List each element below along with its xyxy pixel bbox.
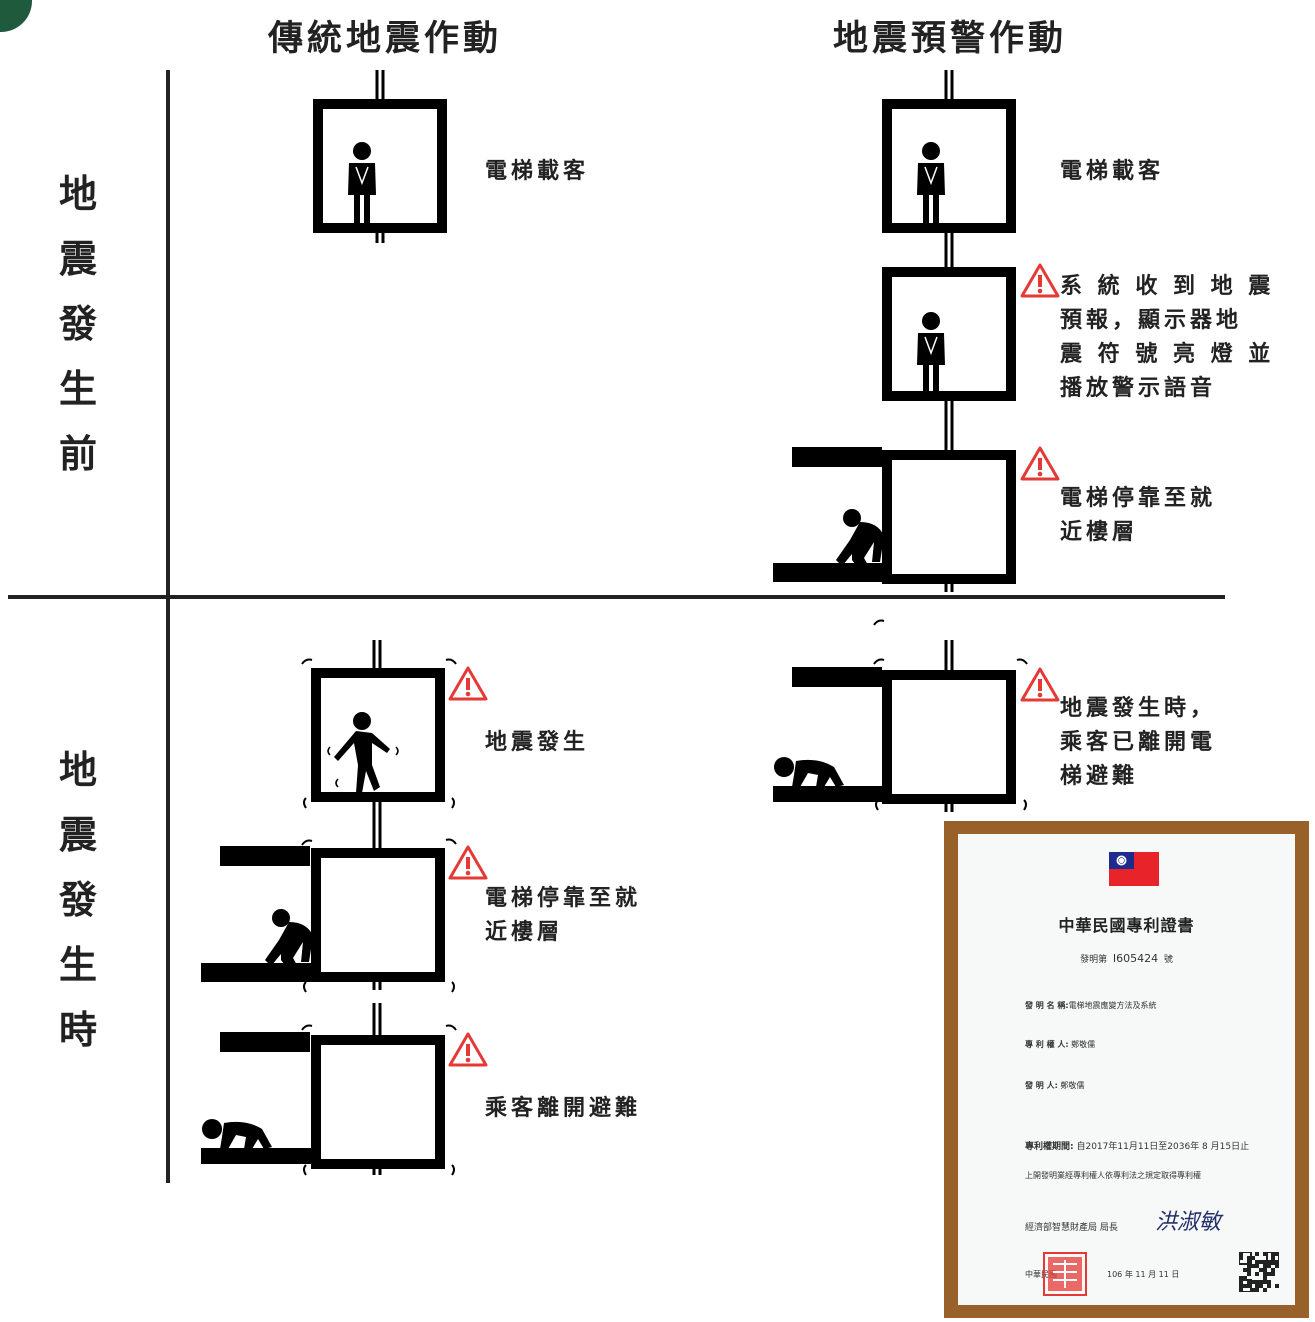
warning-triangle-icon bbox=[448, 1032, 488, 1067]
warning-triangle-icon bbox=[1020, 667, 1060, 702]
crawling-person-icon bbox=[202, 1119, 272, 1149]
certificate-invention-name: 發 明 名 稱:電梯地震應變方法及系統 bbox=[1025, 1001, 1157, 1010]
row-heading-before: 地震發生前 bbox=[58, 172, 97, 476]
certificate-number: 發明第 I605424 號 bbox=[1080, 952, 1173, 965]
certificate-title: 中華民國專利證書 bbox=[1058, 916, 1195, 935]
elevator-car bbox=[313, 99, 447, 233]
label-warn-before-3: 電梯停靠至就近樓層 bbox=[1060, 486, 1217, 545]
crawling-person-icon bbox=[774, 757, 844, 787]
qr-code-icon bbox=[1239, 1252, 1279, 1292]
label-trad-during-2: 電梯停靠至就近樓層 bbox=[485, 886, 642, 945]
warning-triangle-icon bbox=[1020, 263, 1060, 298]
elevator-car bbox=[882, 99, 1016, 233]
warning-triangle-icon bbox=[1020, 446, 1060, 481]
column-heading-early-warning: 地震預警作動 bbox=[832, 19, 1067, 59]
certificate-authority: 經濟部智慧財產局 局長 bbox=[1025, 1223, 1118, 1233]
certificate-signature: 洪淑敏 bbox=[1155, 1210, 1222, 1235]
label-trad-before: 電梯載客 bbox=[485, 159, 590, 184]
certificate-statement: 上開發明業經專利權人依專利法之規定取得專利權 bbox=[1025, 1171, 1201, 1180]
elevator-car bbox=[882, 267, 1016, 401]
label-trad-during-3: 乘客離開避難 bbox=[485, 1096, 642, 1121]
row-heading-during: 地震發生時 bbox=[58, 748, 97, 1052]
certificate-patentee: 專 利 權 人: 鄭敬儒 bbox=[1025, 1040, 1096, 1049]
standing-person-icon bbox=[347, 141, 377, 224]
taiwan-flag-icon bbox=[1109, 852, 1159, 886]
label-warn-during: 地震發生時，乘客已離開電梯避難 bbox=[1060, 696, 1217, 789]
label-warn-before-2: 系 統 收 到 地 震預報，顯示器地 震 符 號 亮 燈 並播放警示語音 bbox=[1060, 274, 1275, 401]
elevator-car bbox=[882, 670, 1016, 804]
column-heading-traditional: 傳統地震作動 bbox=[267, 19, 502, 59]
warning-triangle-icon bbox=[448, 666, 488, 701]
certificate-paper: 中華民國專利證書 發明第 I605424 號 發 明 名 稱:電梯地震應變方法及… bbox=[958, 834, 1295, 1305]
certificate-inventor: 發 明 人: 鄭敬儒 bbox=[1025, 1081, 1085, 1090]
standing-person-icon bbox=[916, 141, 946, 224]
elevator-car bbox=[311, 668, 445, 802]
label-warn-before-1: 電梯載客 bbox=[1060, 159, 1165, 184]
standing-person-icon bbox=[916, 311, 946, 394]
vibration-mark-icon bbox=[301, 619, 1028, 1176]
certificate-term: 專利權期間: 自2017年11月11日至2036年 8 月15日止 bbox=[1025, 1142, 1250, 1152]
warning-triangle-icon bbox=[448, 845, 488, 880]
elevator-car bbox=[311, 1035, 445, 1169]
elevator-car bbox=[882, 450, 1016, 584]
patent-certificate: 中華民國專利證書 發明第 I605424 號 發 明 名 稱:電梯地震應變方法及… bbox=[944, 821, 1309, 1318]
elevator-car bbox=[311, 848, 445, 982]
label-trad-during-1: 地震發生 bbox=[485, 730, 590, 755]
official-seal-icon bbox=[1043, 1252, 1087, 1296]
falling-person-icon bbox=[327, 711, 399, 794]
